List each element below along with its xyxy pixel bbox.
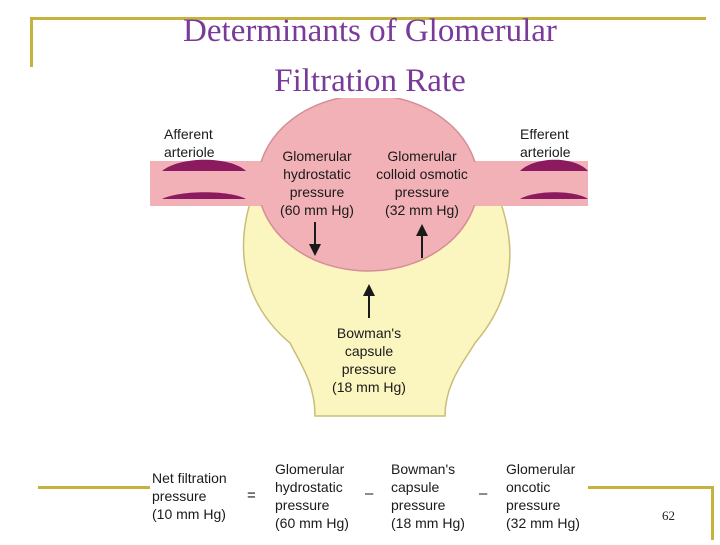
efferent-wall-bottom <box>520 192 588 199</box>
ghp-label-line: (60 mm Hg) <box>280 202 354 218</box>
glomerular-hydrostatic-term: Glomerular hydrostatic pressure (60 mm H… <box>275 460 349 532</box>
term3-line: pressure <box>506 497 561 513</box>
term2-line: pressure <box>391 497 446 513</box>
afferent-label-line: arteriole <box>164 144 215 160</box>
bowmans-capsule-pressure-label: Bowman's capsule pressure (18 mm Hg) <box>320 324 418 396</box>
bcp-arrow <box>363 284 375 318</box>
page-number: 62 <box>662 508 675 523</box>
ghp-label-line: Glomerular <box>282 148 352 164</box>
ghp-arrow <box>309 222 321 256</box>
footer-rule-right <box>711 486 714 540</box>
nfp-line: (10 mm Hg) <box>152 506 226 522</box>
title-line-1: Determinants of Glomerular <box>183 13 557 49</box>
efferent-label-line: Efferent <box>520 126 569 142</box>
efferent-wall-top <box>520 159 588 171</box>
term1-line: pressure <box>275 497 330 513</box>
afferent-label-line: Afferent <box>164 126 213 142</box>
term1-line: hydrostatic <box>275 479 343 495</box>
gcop-label-line: (32 mm Hg) <box>385 202 459 218</box>
equals-sign: = <box>247 487 256 504</box>
bcp-label-line: (18 mm Hg) <box>332 379 406 395</box>
gcop-arrow <box>416 224 428 258</box>
term3-line: (32 mm Hg) <box>506 515 580 531</box>
term2-line: (18 mm Hg) <box>391 515 465 531</box>
ghp-label-line: pressure <box>289 184 345 200</box>
gcop-label-line: pressure <box>394 184 450 200</box>
title-line-2: Filtration Rate <box>274 63 466 99</box>
gcop-label-line: Glomerular <box>387 148 457 164</box>
term1-line: Glomerular <box>275 461 345 477</box>
afferent-wall-top <box>162 159 246 171</box>
bcp-label-line: pressure <box>341 361 397 377</box>
title-rule-top <box>30 17 706 20</box>
ghp-label-line: hydrostatic <box>283 166 351 182</box>
bcp-label-line: Bowman's <box>336 325 402 341</box>
term2-line: Bowman's <box>391 461 456 477</box>
nfp-line: pressure <box>152 488 207 504</box>
minus-sign: – <box>365 485 374 502</box>
afferent-wall-bottom <box>162 192 246 199</box>
title-rule-left <box>30 17 33 67</box>
efferent-arteriole-label: Efferent arteriole <box>520 125 571 161</box>
gcop-label-line: colloid osmotic <box>376 166 468 182</box>
term2-line: capsule <box>391 479 440 495</box>
net-filtration-pressure-term: Net filtration pressure (10 mm Hg) <box>152 469 227 523</box>
term3-line: Glomerular <box>506 461 576 477</box>
gfr-diagram: Afferent arteriole Efferent arteriole Gl… <box>150 94 588 540</box>
glomerular-hydrostatic-pressure-label: Glomerular hydrostatic pressure (60 mm H… <box>272 147 362 219</box>
bowmans-capsule-term: Bowman's capsule pressure (18 mm Hg) <box>391 460 465 532</box>
slide-title: Determinants of Glomerular Filtration Ra… <box>110 6 630 106</box>
minus-sign: – <box>479 485 488 502</box>
glomerular-oncotic-term: Glomerular oncotic pressure (32 mm Hg) <box>506 460 580 532</box>
term1-line: (60 mm Hg) <box>275 515 349 531</box>
glomerular-colloid-osmotic-pressure-label: Glomerular colloid osmotic pressure (32 … <box>362 147 482 219</box>
nfp-line: Net filtration <box>152 470 227 486</box>
efferent-label-line: arteriole <box>520 144 571 160</box>
glomerulus-illustration <box>150 94 588 417</box>
afferent-arteriole-label: Afferent arteriole <box>164 125 215 161</box>
term3-line: oncotic <box>506 479 551 495</box>
bcp-label-line: capsule <box>344 343 394 359</box>
